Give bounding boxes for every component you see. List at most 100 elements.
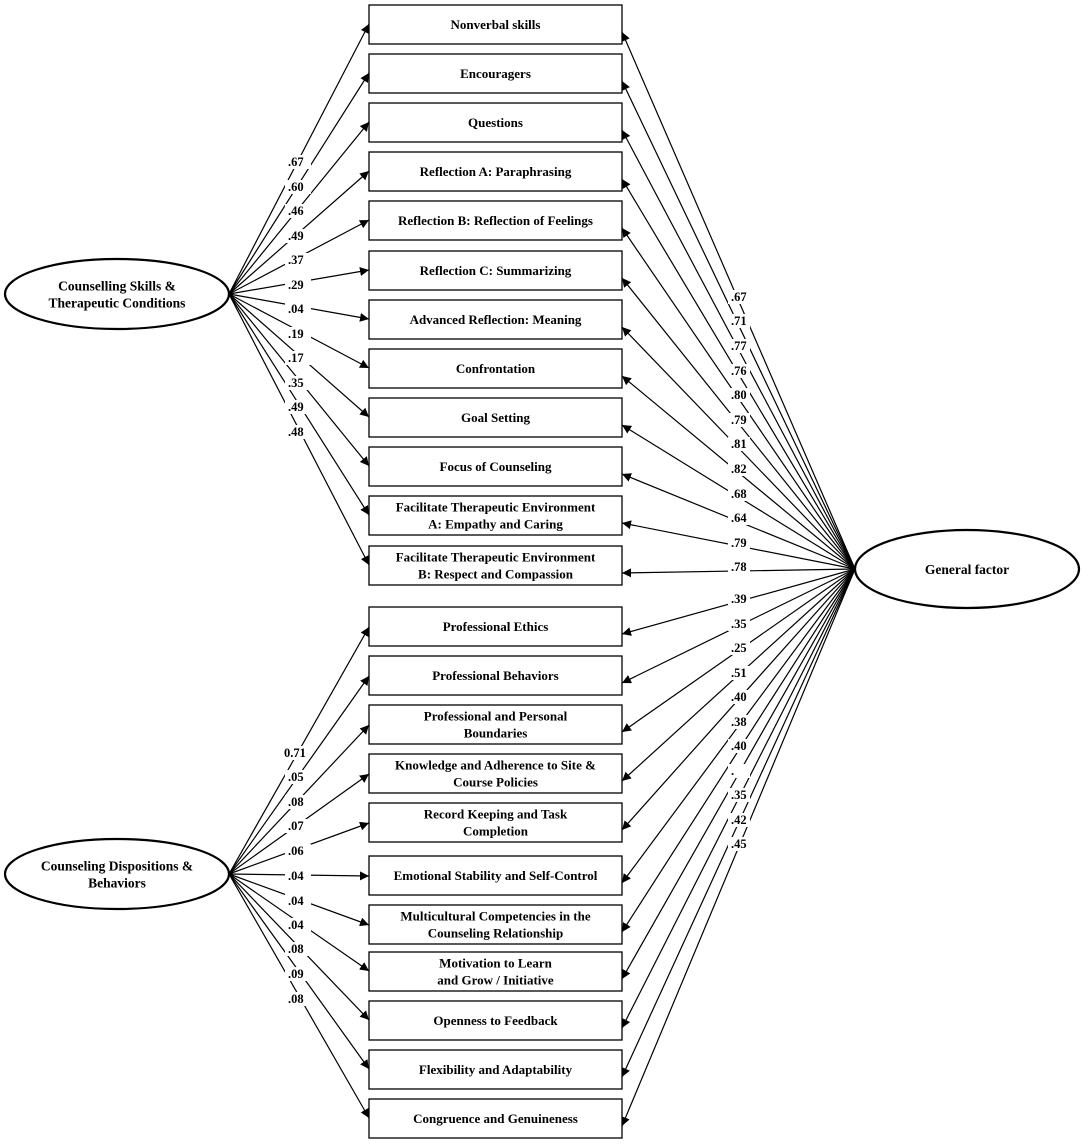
coef-background: [728, 437, 750, 451]
coef-background: [728, 739, 750, 753]
coef-background: [728, 666, 750, 680]
general-loading-value: .67: [731, 290, 747, 304]
factor-label-dispositions: Counseling Dispositions &: [41, 859, 193, 874]
indicator-box: [368, 704, 623, 745]
general-loading-value: .: [731, 764, 734, 778]
indicator-box: [368, 446, 623, 487]
coef-background: [728, 487, 750, 501]
indicator-label: Focus of Counseling: [440, 459, 552, 474]
coef-background: [285, 770, 311, 784]
general-loading-value: .71: [731, 314, 747, 328]
indicator-label: Advanced Reflection: Meaning: [410, 312, 582, 327]
specific-loading-value: .08: [288, 795, 304, 809]
general-loading-value: .79: [731, 536, 747, 550]
specific-loading-value: .67: [288, 155, 304, 169]
indicator-label: Questions: [468, 115, 523, 130]
coef-background: [728, 560, 750, 574]
factor-ellipse-dispositions: [3, 837, 231, 911]
factor-label-skills: Therapeutic Conditions: [49, 296, 186, 311]
indicator-label: Reflection A: Paraphrasing: [420, 164, 572, 179]
coef-background: [728, 388, 750, 402]
general-loading-value: .42: [731, 813, 747, 827]
indicator-box: [368, 151, 623, 192]
indicator-box: [368, 545, 623, 586]
indicator-label: Facilitate Therapeutic Environment: [396, 500, 596, 515]
indicator-box: [368, 951, 623, 992]
coef-background: [285, 302, 311, 316]
coef-background: [728, 511, 750, 525]
specific-loading-value: .17: [288, 351, 304, 365]
shapes-layer: [3, 4, 1081, 1139]
general-loading-value: .80: [731, 388, 747, 402]
coef-background: [285, 795, 311, 809]
general-loading-value: .77: [731, 339, 747, 353]
general-loading-value: .39: [731, 592, 747, 606]
coef-background: [728, 764, 750, 778]
indicator-box: [368, 53, 623, 94]
coef-background: [728, 617, 750, 631]
general-loading-value: .40: [731, 739, 747, 753]
specific-loading-value: .29: [288, 278, 304, 292]
indicator-label: Counseling Relationship: [428, 926, 563, 941]
indicator-label: Record Keeping and Task: [424, 807, 568, 822]
general-loading-value: .79: [731, 413, 747, 427]
general-loading-value: .68: [731, 487, 747, 501]
general-loading-value: .35: [731, 788, 747, 802]
indicator-label: Boundaries: [464, 726, 528, 741]
coef-background: [285, 967, 311, 981]
indicator-label: Professional and Personal: [424, 709, 568, 724]
coef-background: [285, 869, 311, 883]
indicator-box: [368, 606, 623, 647]
coef-background: [285, 180, 311, 194]
indicator-label: Course Policies: [453, 775, 538, 790]
factor-ellipse-general: [853, 528, 1081, 610]
coef-background: [728, 715, 750, 729]
coef-background: [285, 918, 311, 932]
coef-background: [285, 327, 311, 341]
factor-ellipse-skills: [3, 257, 231, 331]
specific-loading-value: .09: [288, 967, 304, 981]
coef-background: [728, 641, 750, 655]
general-loading-value: .76: [731, 364, 747, 378]
indicator-box: [368, 904, 623, 945]
coef-background: [285, 351, 311, 365]
coef-background: [285, 400, 311, 414]
coef-background: [728, 837, 750, 851]
coef-background: [728, 813, 750, 827]
coef-background: [285, 425, 311, 439]
specific-loading-value: .07: [288, 819, 304, 833]
factor-label-dispositions: Behaviors: [88, 876, 146, 891]
indicator-label: Openness to Feedback: [433, 1013, 558, 1028]
general-loading-value: .38: [731, 715, 747, 729]
coef-background: [728, 690, 750, 704]
indicator-box: [368, 855, 623, 896]
coef-background: [728, 536, 750, 550]
general-loading-value: .25: [731, 641, 747, 655]
specific-loading-value: .60: [288, 180, 304, 194]
general-loading-value: .45: [731, 837, 747, 851]
coef-background: [728, 462, 750, 476]
indicator-box: [368, 655, 623, 696]
indicator-label: Multicultural Competencies in the: [400, 909, 591, 924]
indicator-label: Knowledge and Adherence to Site &: [395, 758, 596, 773]
specific-loading-value: .49: [288, 400, 304, 414]
indicator-box: [368, 299, 623, 340]
coef-background: [285, 155, 311, 169]
general-loading-value: .51: [731, 666, 747, 680]
labels-layer: Nonverbal skillsEncouragersQuestionsRefl…: [41, 17, 1009, 1126]
specific-loading-value: .37: [288, 253, 304, 267]
indicator-box: [368, 1049, 623, 1090]
indicator-label: Reflection C: Summarizing: [420, 263, 572, 278]
specific-loading-value: .49: [288, 229, 304, 243]
coef-background: [285, 204, 311, 218]
indicator-box: [368, 102, 623, 143]
indicator-box: [368, 1000, 623, 1041]
specific-loading-value: .35: [288, 376, 304, 390]
indicator-label: Reflection B: Reflection of Feelings: [398, 213, 593, 228]
coef-background: [285, 253, 311, 267]
indicator-box: [368, 397, 623, 438]
indicator-box: [368, 200, 623, 241]
coef-background: [728, 413, 750, 427]
